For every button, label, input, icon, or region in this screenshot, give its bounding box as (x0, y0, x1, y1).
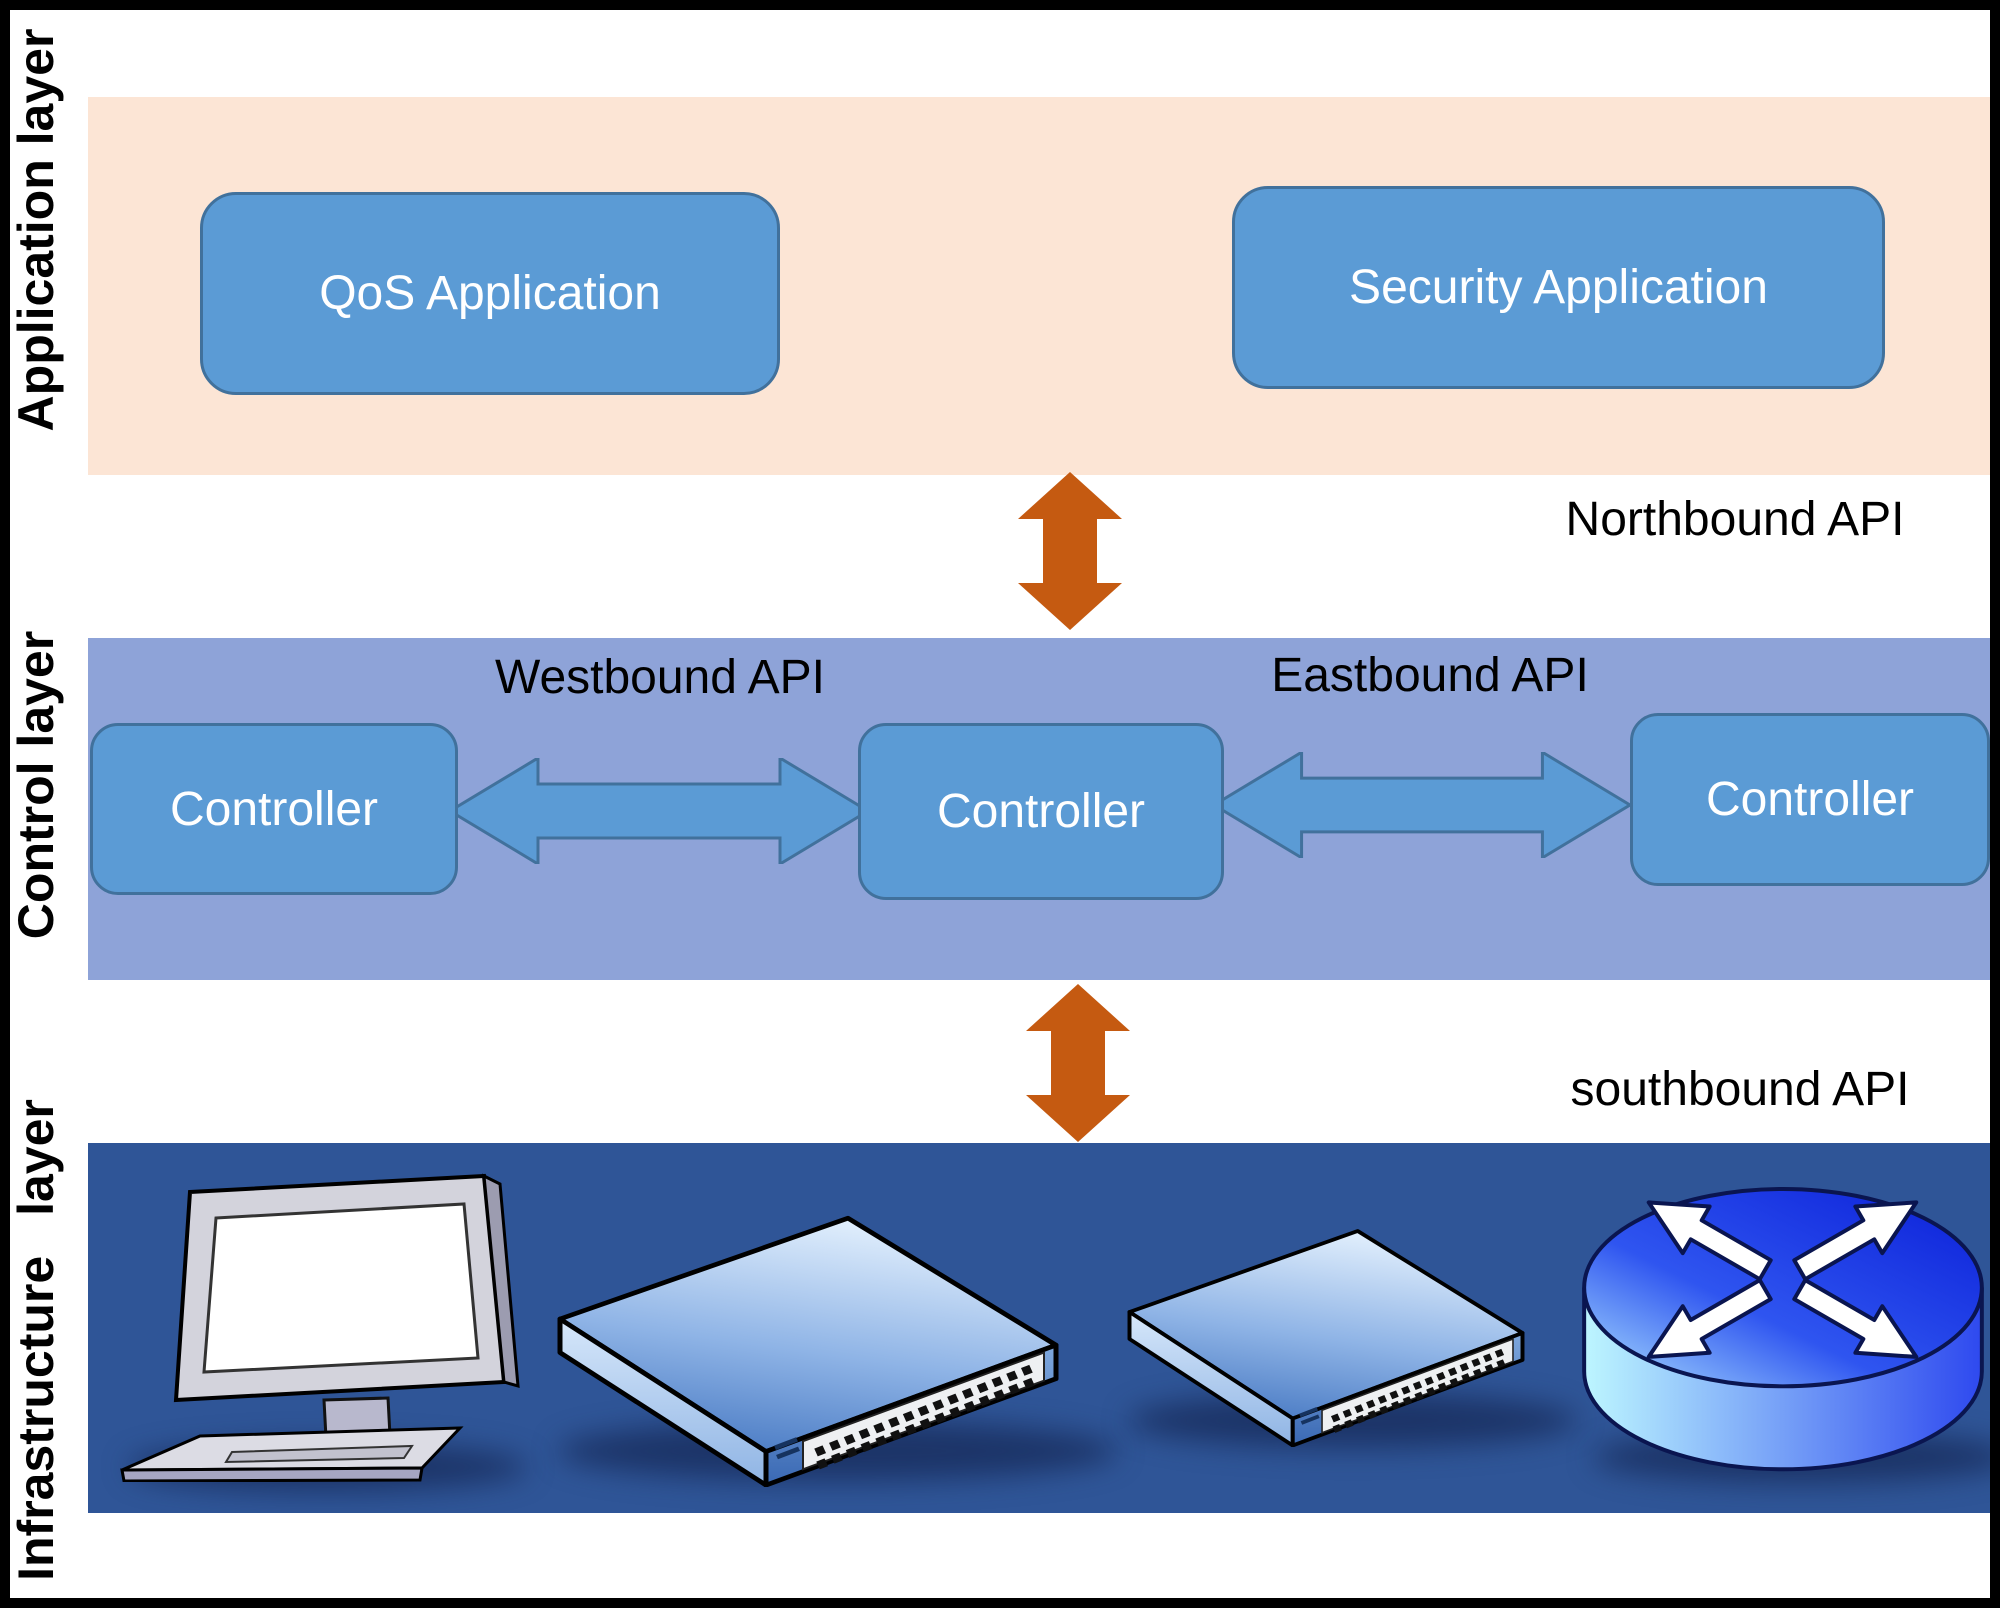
keyboard-front (120, 1466, 424, 1482)
northbound-api-label: Northbound API (1565, 493, 1905, 546)
westbound-api-label: Westbound API (495, 651, 825, 704)
switch-icon (1120, 1222, 1532, 1447)
controller-box-center: Controller (858, 723, 1224, 900)
controller-label: Controller (169, 782, 379, 836)
router-icon (1582, 1177, 1984, 1472)
security-application-box: Security Application (1232, 186, 1885, 389)
qos-application-box: QoS Application (200, 192, 780, 395)
computer-icon (120, 1173, 520, 1482)
controller-box-right: Controller (1630, 713, 1990, 886)
controller-box-left: Controller (90, 723, 458, 895)
control-layer-label: Control layer (8, 630, 64, 940)
southbound-api-label: southbound API (1570, 1063, 1910, 1116)
keyboard-keys (224, 1444, 414, 1464)
eastbound-double-arrow-icon (1214, 752, 1630, 858)
controller-label: Controller (936, 785, 1146, 838)
security-application-label: Security Application (1349, 261, 1768, 314)
switch-icon (548, 1207, 1068, 1487)
monitor-screen (202, 1202, 480, 1374)
eastbound-api-label: Eastbound API (1271, 649, 1589, 702)
monitor-edge (482, 1173, 520, 1389)
qos-application-label: QoS Application (319, 267, 661, 320)
router-top (1582, 1186, 1984, 1389)
infrastructure-layer-label: Infrastructure layer (8, 1099, 64, 1581)
application-layer-label: Application layer (8, 28, 64, 432)
controller-label: Controller (1705, 773, 1915, 826)
westbound-double-arrow-icon (450, 758, 868, 864)
southbound-double-arrow-icon (1026, 984, 1130, 1142)
northbound-double-arrow-icon (1018, 472, 1122, 630)
